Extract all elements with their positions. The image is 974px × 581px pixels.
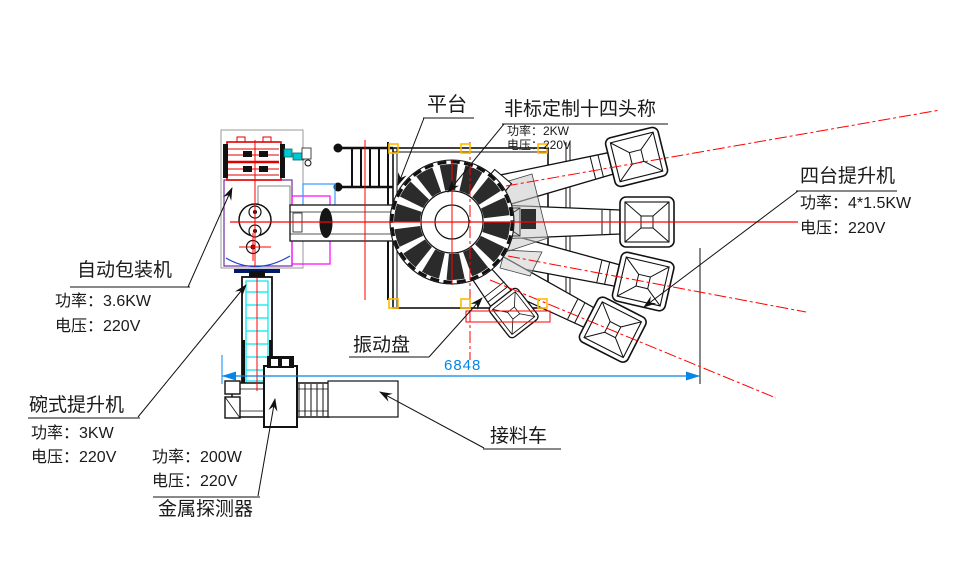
label-hoists-voltage: 电压：220V (800, 220, 886, 237)
metal-detector-drawing (224, 356, 330, 428)
label-packer-title: 自动包装机 (77, 260, 173, 281)
label-hoists-power: 功率：4*1.5KW (800, 195, 912, 212)
receiving-cart-drawing (327, 380, 399, 418)
label-vibration: 振动盘 (353, 335, 411, 356)
auto-packer-drawing (223, 136, 336, 273)
dimension-line (221, 355, 700, 384)
label-cart: 接料车 (490, 426, 548, 447)
label-detector-voltage: 电压：220V (152, 473, 238, 490)
dimension-value: 6848 (444, 357, 482, 374)
platform-ladder (333, 142, 393, 300)
label-hoists-title: 四台提升机 (800, 166, 896, 187)
label-weigher-power: 功率：2KW (507, 124, 570, 138)
label-weigher-voltage: 电压：220V (507, 138, 572, 152)
label-detector-power: 功率：200W (152, 449, 242, 466)
label-weigher-title: 非标定制十四头称 (504, 99, 657, 120)
label-packer-voltage: 电压：220V (55, 318, 141, 335)
label-leaders (28, 117, 897, 498)
node-markers (388, 143, 548, 309)
label-bowl-voltage: 电压：220V (31, 449, 117, 466)
label-packer-power: 功率：3.6KW (55, 293, 152, 310)
label-platform: 平台 (427, 94, 467, 116)
label-detector-title: 金属探测器 (158, 499, 254, 520)
centerlines (230, 109, 941, 399)
label-bowl-power: 功率：3KW (31, 425, 114, 442)
label-bowl-title: 碗式提升机 (29, 395, 125, 416)
